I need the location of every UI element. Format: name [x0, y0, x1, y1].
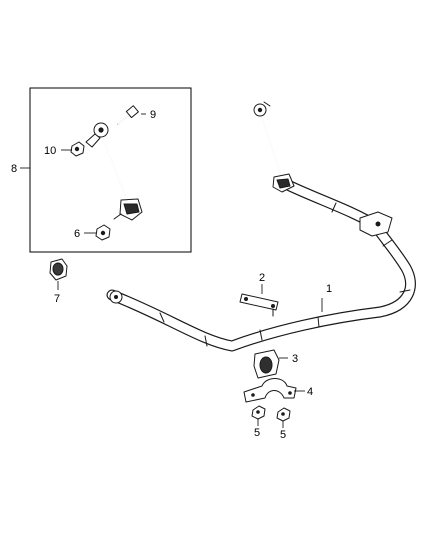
stabilizer-link-installed	[253, 101, 295, 193]
nut-part-10	[70, 141, 85, 157]
callout-5-right: 5	[280, 429, 286, 441]
bushing-part-7	[49, 258, 68, 281]
callout-7: 7	[54, 293, 60, 305]
callout-6: 6	[74, 228, 80, 240]
nut-part-5-right	[276, 407, 291, 422]
callout-4: 4	[307, 386, 313, 398]
callout-1: 1	[326, 283, 332, 295]
callout-10: 10	[44, 145, 56, 157]
stabilizer-bar-part-1	[106, 180, 416, 352]
callout-2: 2	[259, 272, 265, 284]
callout-5-left: 5	[254, 427, 260, 439]
callout-8: 8	[11, 163, 17, 175]
inset-box	[29, 87, 192, 253]
bar-mount-bracket	[359, 211, 393, 237]
bolt-part-9	[117, 105, 139, 125]
nut-part-6	[95, 224, 111, 241]
leader-lines	[20, 113, 323, 428]
stabilizer-link-assembly-detail	[85, 122, 143, 221]
nut-part-5-left	[251, 405, 266, 420]
callout-9: 9	[150, 109, 156, 121]
bushing-part-3	[253, 349, 280, 379]
bracket-part-2	[239, 293, 279, 317]
retainer-part-4	[243, 378, 297, 403]
callout-3: 3	[292, 353, 298, 365]
